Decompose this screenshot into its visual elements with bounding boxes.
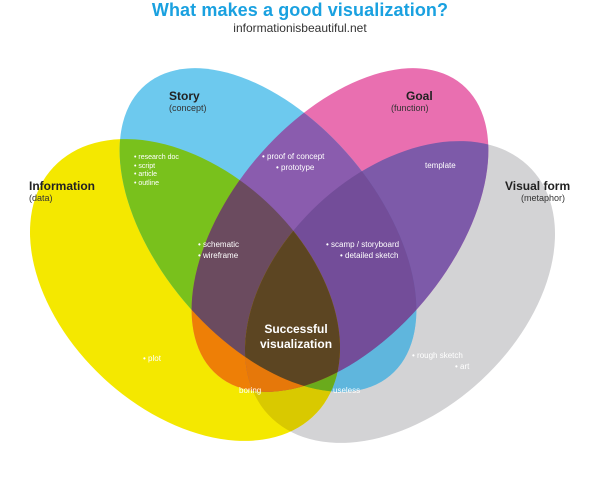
story-info-label: • research doc • script • article • outl… bbox=[134, 154, 179, 187]
story-name: Story bbox=[169, 89, 200, 103]
successful-visualization-label: Successful visualization bbox=[260, 322, 333, 351]
page-subtitle: informationisbeautiful.net bbox=[233, 21, 367, 35]
useless-label: useless bbox=[333, 386, 361, 395]
information-name: Information bbox=[29, 179, 95, 193]
story-sub: (concept) bbox=[169, 103, 207, 113]
eye-candy-label: • eye candy • data art • pure data viz bbox=[274, 439, 325, 469]
schematic-label: • schematic • wireframe bbox=[198, 240, 240, 260]
boring-label: boring bbox=[239, 386, 262, 395]
page-title: What makes a good visualization? bbox=[151, 0, 449, 20]
story-goal-label: • proof of concept • prototype bbox=[262, 152, 325, 172]
goal-name: Goal bbox=[406, 89, 433, 103]
rough-sketch-label: • rough sketch • art bbox=[412, 351, 470, 371]
goal-visual-label: template bbox=[425, 161, 456, 170]
visual-form-sub: (metaphor) bbox=[521, 193, 566, 203]
plot-label: • plot bbox=[143, 354, 161, 363]
goal-sub: (function) bbox=[391, 103, 429, 113]
storyboard-label: • scamp / storyboard • detailed sketch bbox=[326, 240, 400, 260]
visual-form-name: Visual form bbox=[505, 179, 571, 193]
information-sub: (data) bbox=[29, 193, 53, 203]
